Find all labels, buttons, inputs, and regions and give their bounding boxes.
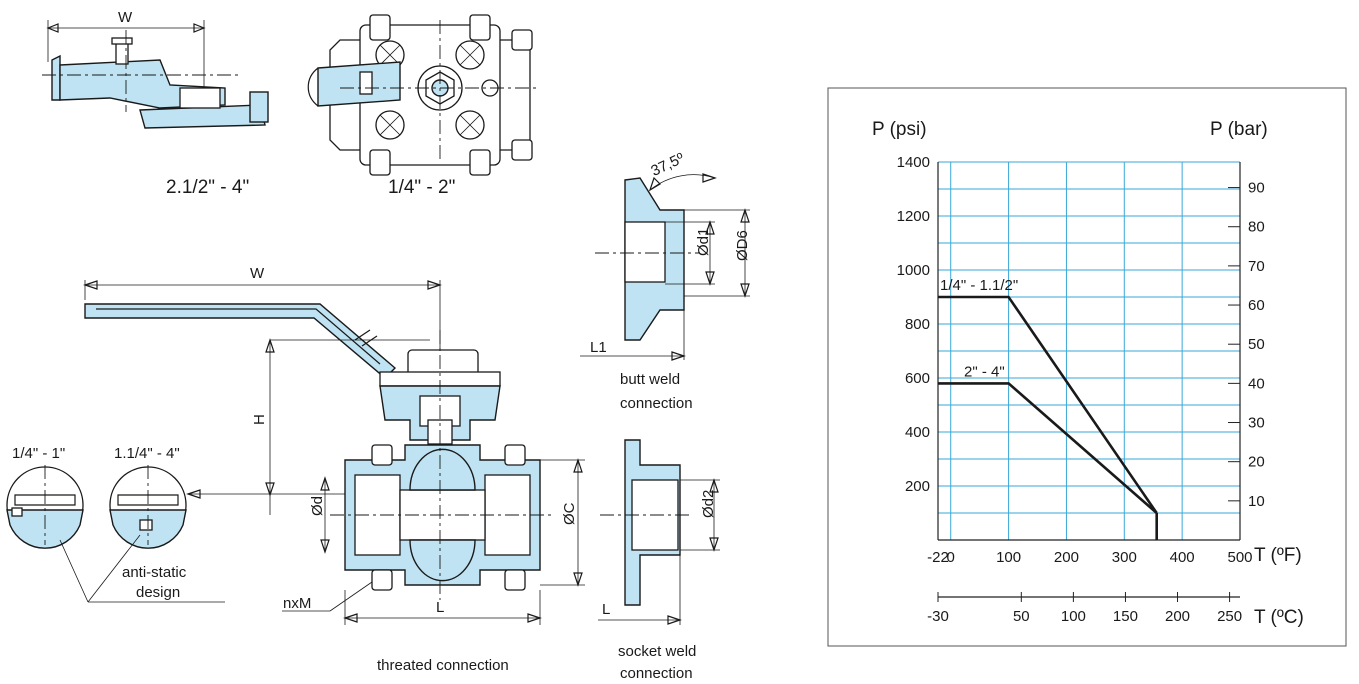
y-tick-label-psi: 1000: [897, 262, 930, 279]
valve-top-view-large: W: [42, 9, 269, 129]
x-tick-label-f: 300: [1112, 549, 1137, 566]
x-tick-label-f: 0: [947, 549, 955, 566]
y-tick-label-bar: 10: [1248, 493, 1265, 510]
caption-threaded: threated connection: [377, 657, 509, 674]
x-tick-label-f: 100: [996, 549, 1021, 566]
x-tick-label-f: 500: [1227, 549, 1252, 566]
valve-main-section: W H Ød: [83, 265, 585, 625]
y-tick-label-bar: 30: [1248, 415, 1265, 432]
antistatic-details: 1/4" - 1" 1.1/4" - 4" anti-static design: [6, 445, 225, 603]
valve-top-view-small: [307, 14, 540, 176]
butt-caption-line1: butt weld: [620, 371, 680, 388]
x-tick-label-c: 250: [1217, 608, 1242, 625]
butt-d6: ØD6: [734, 230, 751, 261]
y-tick-label-bar: 40: [1248, 375, 1265, 392]
chart-series: 1/4" - 1.1/2" 2" - 4": [938, 277, 1158, 540]
caption-size-large: 2.1/2" - 4": [166, 177, 249, 198]
y-tick-label-psi: 1400: [897, 154, 930, 171]
y-axis-label-right: P (bar): [1210, 119, 1268, 140]
pressure-temperature-chart: P (psi) P (bar) 200400600800100012001400…: [827, 87, 1347, 647]
detail-right-label: 1.1/4" - 4": [114, 445, 180, 462]
x-tick-label-c: 150: [1113, 608, 1138, 625]
chart-grid: [938, 161, 1241, 540]
series-line-2: [938, 382, 1158, 514]
x-axis-label-f: T (ºF): [1254, 545, 1302, 566]
y-tick-label-psi: 600: [905, 370, 930, 387]
y-tick-label-bar: 60: [1248, 297, 1265, 314]
y-tick-label-bar: 70: [1248, 258, 1265, 275]
y-tick-label-bar: 90: [1248, 180, 1265, 197]
y-axis-label-left: P (psi): [872, 119, 927, 140]
dim-w-main: W: [250, 265, 265, 282]
dim-l-main: L: [436, 599, 444, 616]
y-tick-label-psi: 1200: [897, 208, 930, 225]
dim-d: Ød: [309, 496, 326, 516]
y-tick-label-psi: 800: [905, 316, 930, 333]
x-tick-label-f: 400: [1170, 549, 1195, 566]
dim-nxm: nxM: [283, 595, 311, 612]
antistatic-text-line1: anti-static: [122, 564, 187, 581]
x-tick-label-c: 100: [1061, 608, 1086, 625]
chart-axes: [937, 162, 1241, 598]
dim-c: ØC: [561, 502, 578, 525]
socket-weld-connection: Ød2 L: [598, 439, 720, 625]
y-tick-label-psi: 200: [905, 478, 930, 495]
y-tick-label-psi: 400: [905, 424, 930, 441]
x-axis-label-c: T (ºC): [1254, 607, 1304, 628]
x-tick-label-f: 200: [1054, 549, 1079, 566]
series-line-1: [938, 295, 1158, 514]
antistatic-text-line2: design: [136, 584, 180, 601]
detail-left-label: 1/4" - 1": [12, 445, 65, 462]
butt-l1: L1: [590, 339, 607, 356]
x-tick-label-c: -30: [927, 608, 949, 625]
caption-size-small: 1/4" - 2": [388, 177, 455, 198]
x-tick-label-c: 50: [1013, 608, 1030, 625]
dim-w-top: W: [118, 9, 133, 26]
series-label-1: 1/4" - 1.1/2": [940, 277, 1018, 294]
chart-ticks: 2004006008001000120014001020304050607080…: [897, 154, 1265, 625]
butt-caption-line2: connection: [620, 395, 693, 412]
y-tick-label-bar: 50: [1248, 336, 1265, 353]
socket-caption-line2: connection: [620, 665, 693, 682]
socket-l: L: [602, 601, 610, 618]
x-tick-label-f: -22: [927, 549, 949, 566]
butt-d1: Ød1: [695, 228, 712, 256]
socket-d2: Ød2: [700, 490, 717, 518]
butt-weld-connection: 37,5º Ød1 ØD6 L1: [580, 150, 751, 361]
y-tick-label-bar: 20: [1248, 454, 1265, 471]
x-tick-label-c: 200: [1165, 608, 1190, 625]
butt-angle: 37,5º: [648, 150, 687, 180]
dim-h: H: [251, 414, 268, 425]
chart-frame: [827, 87, 1347, 647]
series-label-2: 2" - 4": [964, 363, 1005, 380]
y-tick-label-bar: 80: [1248, 219, 1265, 236]
socket-caption-line1: socket weld: [618, 643, 696, 660]
